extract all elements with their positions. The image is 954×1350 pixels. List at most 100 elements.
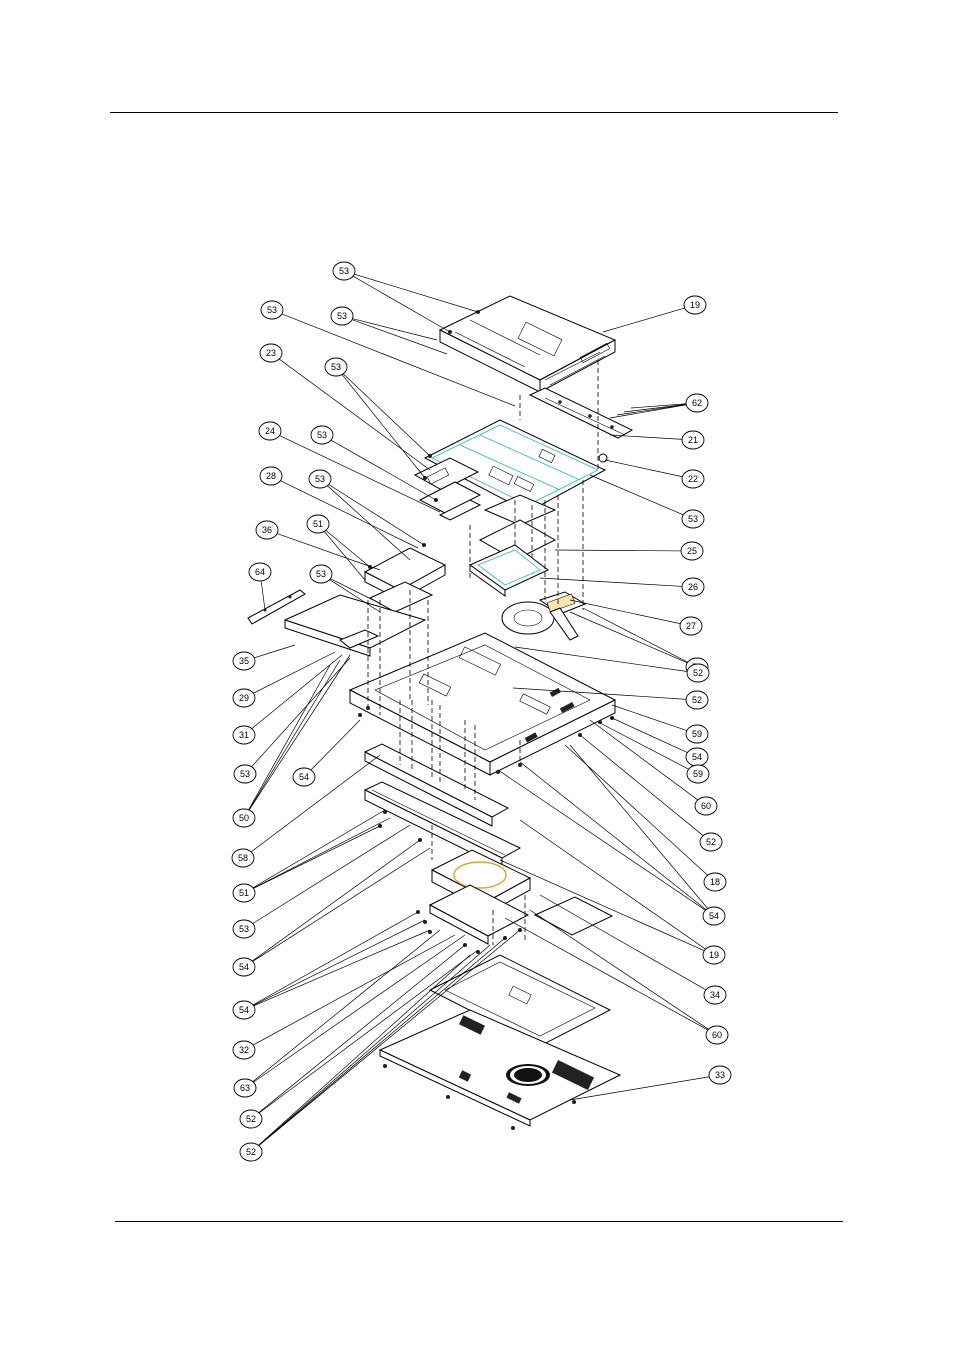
- callout-number: 59: [692, 729, 702, 739]
- callout-leader: [580, 735, 703, 836]
- callout-leader: [252, 848, 430, 962]
- callout-leader: [520, 762, 706, 910]
- callout-number: 53: [240, 769, 250, 779]
- callout-35: 35: [233, 645, 295, 670]
- callout-leader: [252, 840, 420, 961]
- callout-number: 52: [706, 837, 716, 847]
- callout-number: 34: [710, 990, 720, 1000]
- callout-number: 51: [313, 519, 323, 529]
- callout-leader: [555, 550, 682, 551]
- callout-number: 24: [265, 426, 275, 436]
- callout-number: 63: [240, 1083, 250, 1093]
- callout-number: 36: [262, 525, 272, 535]
- callout-number: 23: [266, 348, 276, 358]
- callout-number: 35: [239, 656, 249, 666]
- callout-number: 52: [692, 695, 702, 705]
- callout-leader: [351, 319, 447, 354]
- callout-19: 19: [603, 296, 706, 332]
- callout-leader: [249, 655, 350, 810]
- callout-leader: [583, 608, 688, 662]
- callout-leader: [279, 435, 440, 512]
- callout-leader: [612, 705, 688, 731]
- callout-leader: [254, 645, 295, 658]
- callout-53: 53: [333, 262, 478, 332]
- callout-number: 53: [239, 924, 249, 934]
- cpu-board-26: [470, 545, 548, 596]
- callout-64: 64: [249, 563, 271, 610]
- callout-number: 54: [299, 772, 309, 782]
- callout-leader: [326, 530, 370, 567]
- callout-62: 62: [610, 394, 708, 418]
- callout-number: 54: [239, 962, 249, 972]
- callout-leader: [353, 276, 450, 332]
- callout-leader: [280, 480, 418, 548]
- callout-number: 33: [715, 1070, 725, 1080]
- callout-54: 54: [233, 912, 430, 1019]
- callout-19: 19: [500, 820, 725, 964]
- callout-leader: [328, 484, 424, 545]
- callout-22: 22: [605, 460, 704, 488]
- callout-number: 25: [687, 546, 697, 556]
- callout-number: 19: [709, 950, 719, 960]
- callout-leader: [570, 612, 688, 663]
- callout-59: 59: [612, 705, 708, 743]
- callout-leader: [311, 720, 360, 770]
- callout-leader: [354, 274, 478, 312]
- callout-54: 54: [233, 840, 430, 976]
- callout-leader: [342, 375, 425, 478]
- callout-number: 54: [709, 911, 719, 921]
- callout-53: 53: [233, 825, 410, 938]
- callout-number: 54: [239, 1005, 249, 1015]
- callout-leader: [570, 745, 708, 908]
- callout-leader: [249, 660, 340, 809]
- callout-53: 53: [311, 426, 436, 500]
- callout-leader: [598, 722, 689, 769]
- callout-leader: [327, 486, 410, 560]
- callout-number: 22: [688, 474, 698, 484]
- callout-number: 60: [712, 1030, 722, 1040]
- callout-leader: [590, 475, 684, 515]
- callout-51: 51: [233, 810, 390, 902]
- callout-27: 27: [570, 600, 702, 635]
- callout-leader: [605, 460, 683, 477]
- callout-leader: [253, 818, 390, 888]
- callout-leader: [520, 820, 706, 949]
- callout-leader: [276, 533, 380, 570]
- callout-leader: [570, 600, 681, 624]
- callout-number: 62: [692, 398, 702, 408]
- top-bracket-plate: [440, 296, 615, 392]
- callout-number: 53: [317, 430, 327, 440]
- callout-number: 64: [255, 567, 265, 577]
- callout-leader: [252, 655, 342, 729]
- callout-number: 53: [337, 311, 347, 321]
- callout-number: 53: [316, 569, 326, 579]
- callout-leader: [253, 652, 335, 693]
- callout-number: 52: [246, 1147, 256, 1157]
- callout-leader: [249, 665, 330, 809]
- callout-leader: [610, 435, 683, 439]
- callout-leader: [540, 895, 706, 990]
- callout-number: 51: [239, 888, 249, 898]
- callout-leader: [331, 440, 436, 500]
- callout-leader: [540, 578, 683, 586]
- callout-53: 53: [234, 658, 350, 783]
- callout-leader: [343, 374, 430, 456]
- callout-leader: [352, 318, 437, 340]
- card-cage: [365, 548, 445, 612]
- callout-number: 21: [688, 435, 698, 445]
- callout-number: 52: [693, 668, 703, 678]
- callout-number: 28: [266, 471, 276, 481]
- thermal-module: [502, 592, 585, 640]
- callout-leader: [500, 860, 705, 951]
- callout-leader: [251, 755, 380, 852]
- callout-number: 53: [688, 514, 698, 524]
- callout-54: 54: [293, 720, 360, 786]
- callout-number: 32: [239, 1045, 249, 1055]
- bottom-cover: [380, 1010, 620, 1130]
- callout-number: 29: [239, 693, 249, 703]
- callout-leader: [253, 825, 382, 889]
- callout-leader: [253, 810, 385, 888]
- callout-number: 54: [692, 752, 702, 762]
- callout-number: 59: [693, 769, 703, 779]
